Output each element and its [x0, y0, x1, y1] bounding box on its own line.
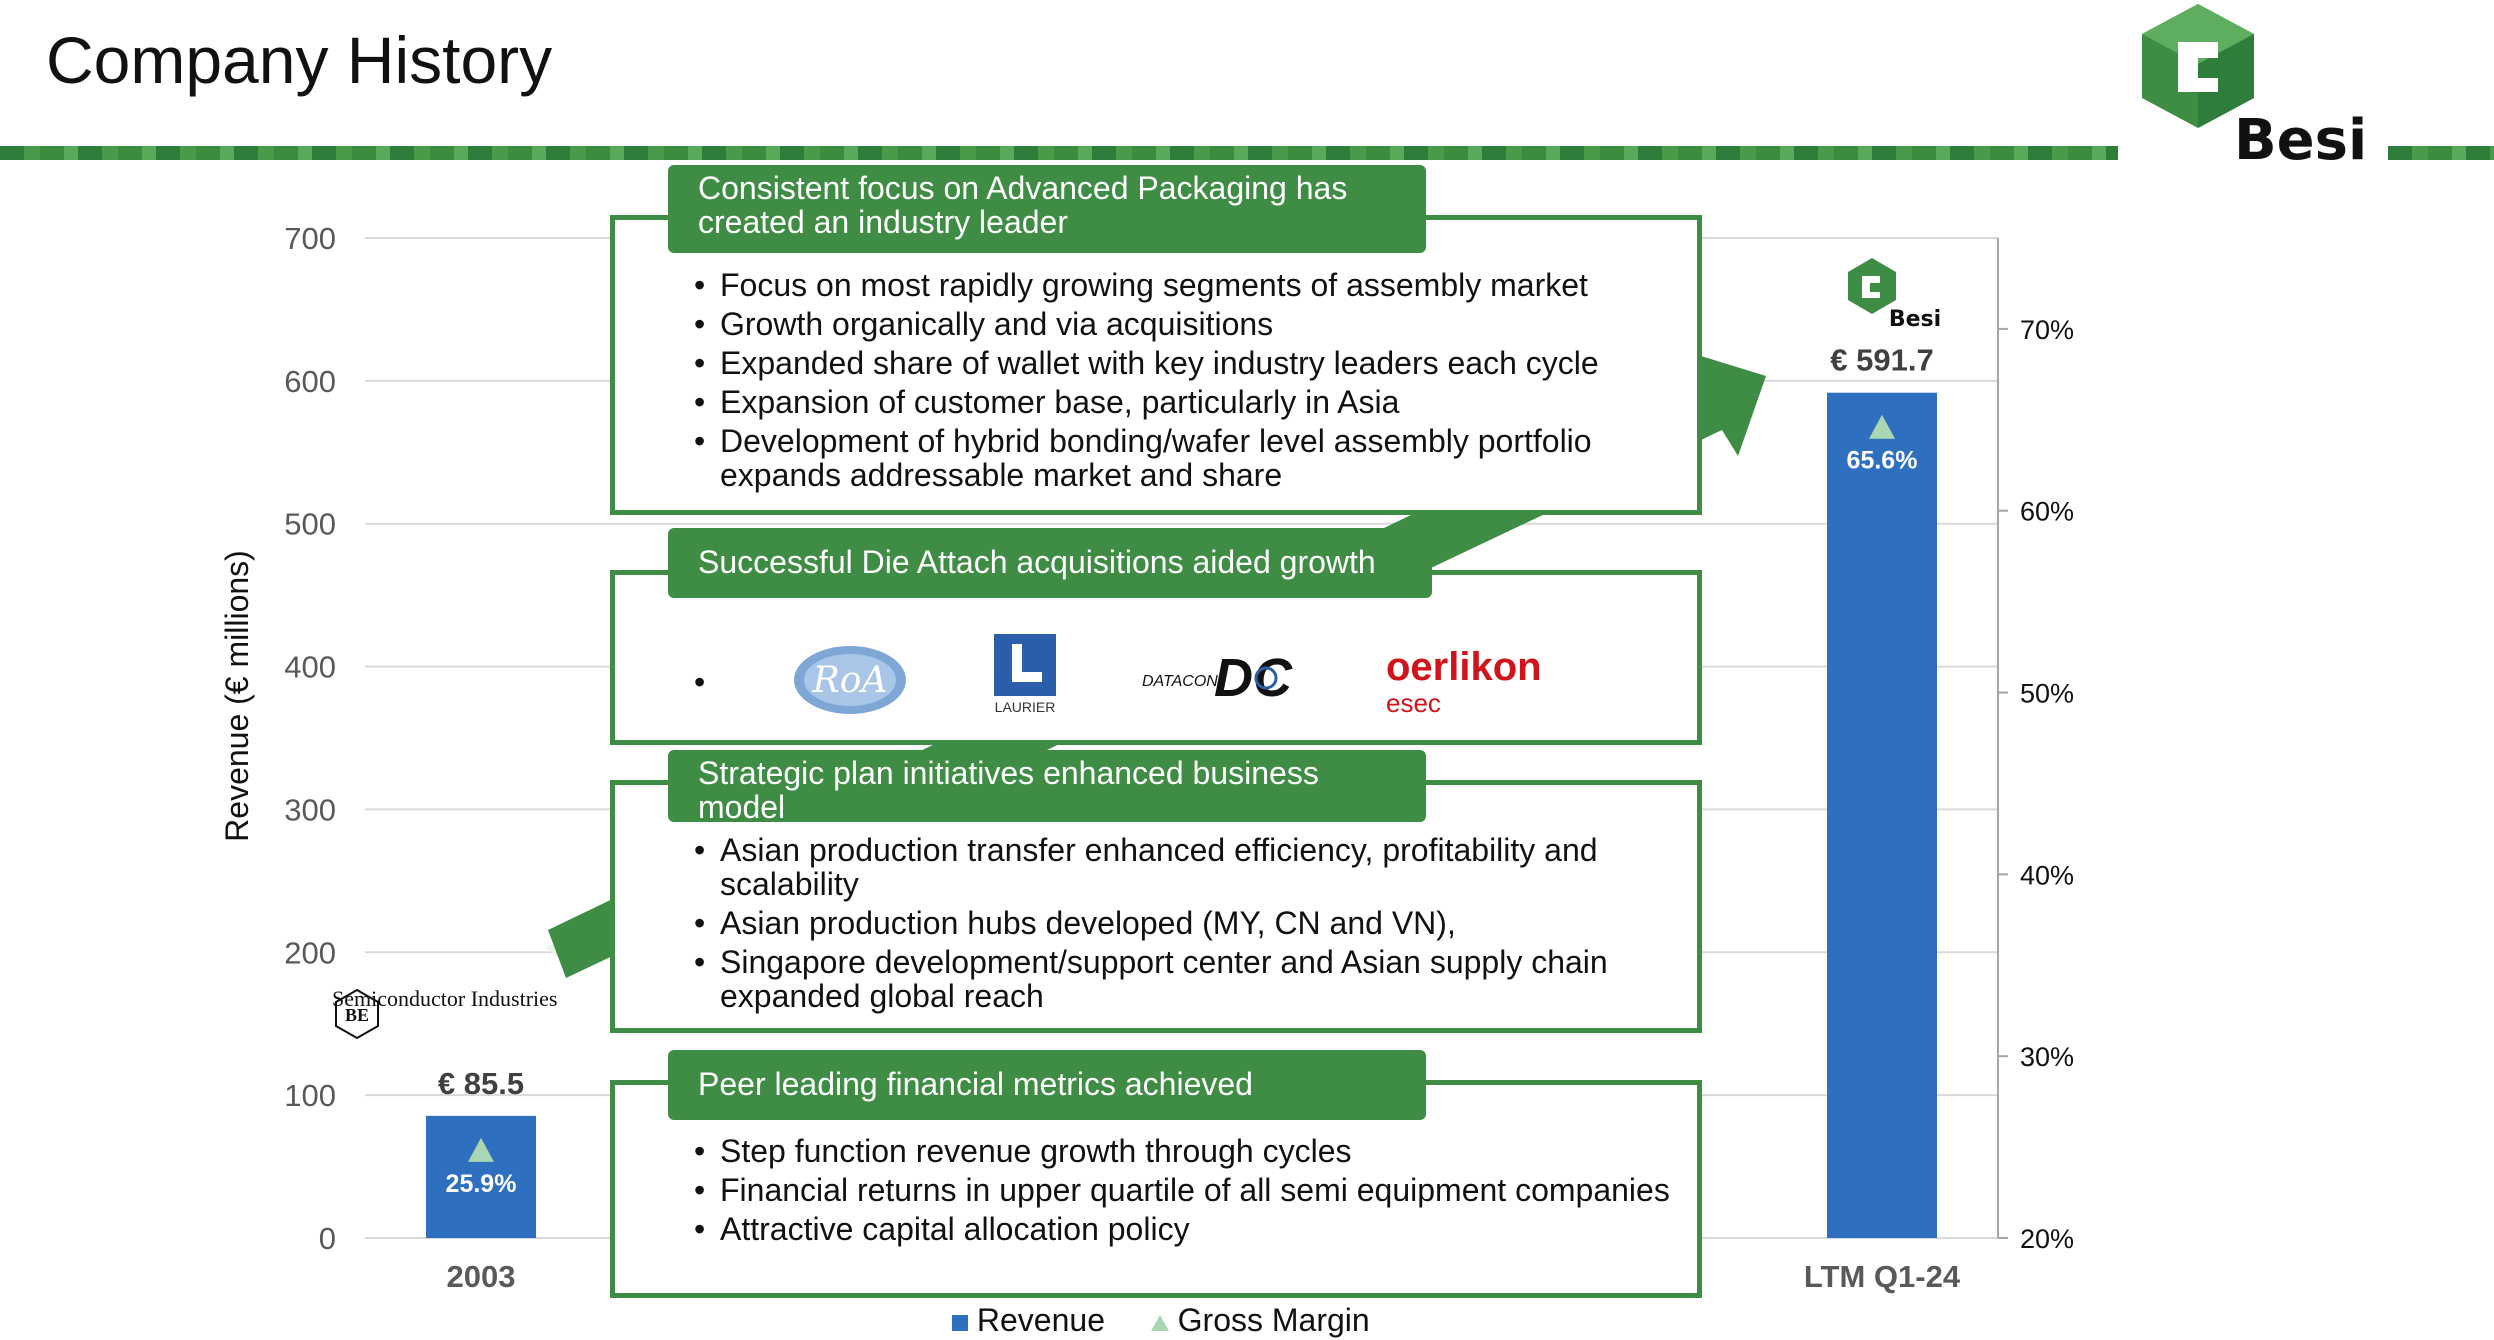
list-item: Step function revenue growth through cyc…: [692, 1134, 1672, 1168]
right-axis-tick-label: 20%: [2020, 1224, 2074, 1254]
advanced-packaging-header: Consistent focus on Advanced Packaging h…: [668, 165, 1426, 253]
gross-margin-marker: [1869, 414, 1895, 439]
be-logo-mark: BE: [345, 1005, 369, 1025]
besi-small-logo-mark: [1862, 276, 1880, 298]
list-item: Asian production hubs developed (MY, CN …: [692, 906, 1672, 940]
list-item: Expansion of customer base, particularly…: [692, 385, 1672, 419]
value-label: € 591.7: [1830, 343, 1933, 378]
right-axis-tick-label: 70%: [2020, 315, 2074, 345]
y-tick-label: 0: [319, 1221, 336, 1256]
oerlikon-esec-logo-icon: oerlikon esec: [1386, 645, 1542, 718]
y-tick-label: 700: [284, 221, 336, 256]
svg-text:DATACON: DATACON: [1142, 673, 1218, 690]
die-attach-header: Successful Die Attach acquisitions aided…: [668, 528, 1432, 598]
y-tick-label: 200: [284, 935, 336, 970]
besi-small-logo-text: Besi: [1889, 307, 1941, 332]
right-axis-tick-label: 50%: [2020, 679, 2074, 709]
value-label: € 85.5: [438, 1066, 524, 1101]
laurier-logo-icon: LAURIER: [994, 634, 1056, 715]
besi-small-logo-icon: [1848, 258, 1896, 314]
revenue-bar: [1827, 392, 1937, 1238]
gross-margin-marker: [468, 1137, 494, 1162]
revenue-legend-swatch: [952, 1314, 968, 1331]
list-item: Asian production transfer enhanced effic…: [692, 833, 1672, 901]
list-item: Attractive capital allocation policy: [692, 1212, 1672, 1246]
be-semiconductor-logo-icon: [335, 988, 379, 1040]
header-band-left: [0, 146, 2118, 160]
x-tick-label: LTM Q1-24: [1804, 1259, 1961, 1294]
y-tick-label: 300: [284, 792, 336, 827]
page-title: Company History: [46, 23, 553, 97]
revenue-bar: [426, 1115, 536, 1238]
svg-text:esec: esec: [1386, 688, 1441, 718]
gross-margin-label: 25.9%: [446, 1170, 517, 1198]
legend-label-gross-margin: Gross Margin: [1177, 1302, 1370, 1338]
chart-legend: Revenue Gross Margin: [952, 1302, 1370, 1339]
right-axis-tick-label: 60%: [2020, 497, 2074, 527]
list-item: Growth organically and via acquisitions: [692, 307, 1672, 341]
besi-logo-icon: [2142, 4, 2254, 128]
y-tick-label: 400: [284, 650, 336, 685]
die-attach-bullet: •: [694, 664, 706, 700]
header-band-right: [2388, 146, 2494, 160]
be-semiconductor-logo-text: Semiconductor Industries: [332, 986, 558, 1011]
list-item: Financial returns in upper quartile of a…: [692, 1173, 1672, 1207]
list-item: Focus on most rapidly growing segments o…: [692, 268, 1672, 302]
legend-label-revenue: Revenue: [976, 1302, 1105, 1338]
svg-text:oerlikon: oerlikon: [1386, 645, 1542, 689]
svg-text:RoA: RoA: [812, 660, 888, 701]
datacon-logo-icon: DATACON DC: [1142, 648, 1293, 708]
gross-margin-legend-swatch: [1150, 1314, 1169, 1331]
gross-margin-label: 65.6%: [1847, 447, 1918, 475]
list-item: Development of hybrid bonding/wafer leve…: [692, 424, 1672, 492]
y-tick-label: 500: [284, 507, 336, 542]
list-item: Singapore development/support center and…: [692, 945, 1672, 1013]
x-tick-label: 2003: [447, 1259, 516, 1294]
strategic-plan-header: Strategic plan initiatives enhanced busi…: [668, 750, 1426, 824]
svg-text:LAURIER: LAURIER: [995, 699, 1056, 715]
strategic-plan-bullets: Asian production transfer enhanced effic…: [692, 833, 1672, 1018]
financial-metrics-header: Peer leading financial metrics achieved: [668, 1050, 1426, 1120]
brand-name: Besi: [2234, 108, 2368, 173]
svg-text:DC: DC: [1214, 648, 1293, 708]
die-attach-box: [610, 570, 1702, 745]
financial-metrics-bullets: Step function revenue growth through cyc…: [692, 1134, 1672, 1251]
right-axis-tick-label: 30%: [2020, 1042, 2074, 1072]
roa-logo-icon: RoA: [794, 646, 906, 714]
y-tick-label: 100: [284, 1078, 336, 1113]
y-axis-label: Revenue (€ millions): [219, 550, 255, 842]
advanced-packaging-bullets: Focus on most rapidly growing segments o…: [692, 268, 1672, 497]
right-axis-tick-label: 40%: [2020, 860, 2074, 890]
list-item: Expanded share of wallet with key indust…: [692, 346, 1672, 380]
y-tick-label: 600: [284, 364, 336, 399]
